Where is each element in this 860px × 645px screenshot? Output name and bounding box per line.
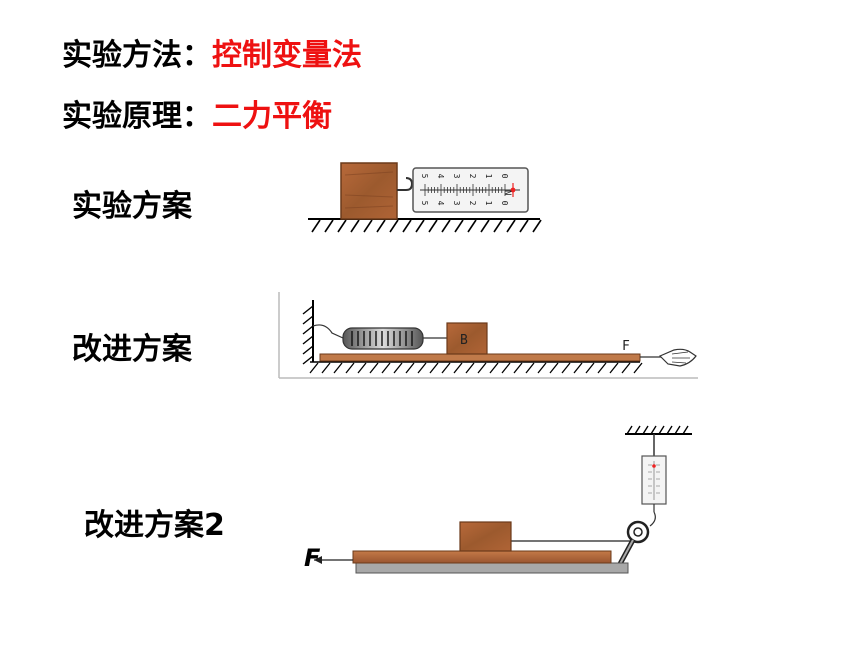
wall-hatch bbox=[302, 305, 314, 365]
scale-label-bottom: 2 bbox=[468, 201, 477, 206]
ceiling-hatch bbox=[626, 425, 689, 435]
scale-labels-bottom-1: 0 1 2 3 4 5 bbox=[420, 201, 509, 206]
block-b bbox=[446, 322, 488, 355]
scale-label-top: 3 bbox=[452, 174, 461, 179]
plank-2 bbox=[319, 353, 641, 362]
scale-ticks-3 bbox=[648, 464, 660, 494]
string-2a bbox=[312, 324, 344, 339]
diagram-2: B F bbox=[278, 292, 698, 379]
scheme-3-label: 改进方案2 bbox=[84, 508, 225, 543]
scale-label-top: 2 bbox=[468, 174, 477, 179]
hook-1 bbox=[397, 177, 414, 191]
base-plate bbox=[355, 562, 629, 574]
spring-coils-2 bbox=[351, 331, 413, 346]
ground-hatch-1 bbox=[311, 219, 542, 233]
wood-block-1 bbox=[340, 162, 398, 220]
scale-label-bottom: 0 bbox=[500, 201, 509, 206]
spring-scale-2 bbox=[342, 327, 424, 350]
scale-label-bottom: 3 bbox=[452, 201, 461, 206]
pointer-3 bbox=[652, 464, 656, 468]
method-label: 实验方法： bbox=[62, 38, 212, 73]
scale-label-top: 5 bbox=[420, 174, 429, 179]
scale-label-top: 0 bbox=[500, 174, 509, 179]
scale-label-bottom: 5 bbox=[420, 201, 429, 206]
block-b-label: B bbox=[460, 333, 468, 348]
scale-label-top: 1 bbox=[484, 174, 493, 179]
principle-value: 二力平衡 bbox=[212, 99, 332, 134]
method-value: 控制变量法 bbox=[212, 38, 362, 73]
scale-label-bottom: 4 bbox=[436, 201, 445, 206]
wood-block-3 bbox=[459, 521, 512, 552]
diagram-1: 0 1 2 3 4 5 0 1 2 3 4 5 N bbox=[308, 162, 542, 233]
principle-label: 实验原理： bbox=[62, 99, 212, 134]
scale-ticks-1 bbox=[424, 184, 506, 196]
method-line: 实验方法：控制变量法 bbox=[62, 30, 362, 74]
principle-line: 实验原理：二力平衡 bbox=[62, 91, 332, 135]
scale-unit-1: N bbox=[502, 190, 512, 195]
scheme-1-label: 实验方案 bbox=[72, 189, 192, 224]
plank-3 bbox=[352, 550, 612, 564]
scale-label-top: 4 bbox=[436, 174, 445, 179]
diagram-3: F bbox=[304, 425, 692, 574]
force-label-2: F bbox=[622, 339, 630, 354]
scale-label-bottom: 1 bbox=[484, 201, 493, 206]
scale-labels-top-1: 0 1 2 3 4 5 bbox=[420, 174, 509, 179]
force-label-3: F bbox=[304, 544, 321, 572]
ground-hatch-2 bbox=[309, 362, 643, 374]
scheme-2-label: 改进方案 bbox=[72, 332, 192, 367]
